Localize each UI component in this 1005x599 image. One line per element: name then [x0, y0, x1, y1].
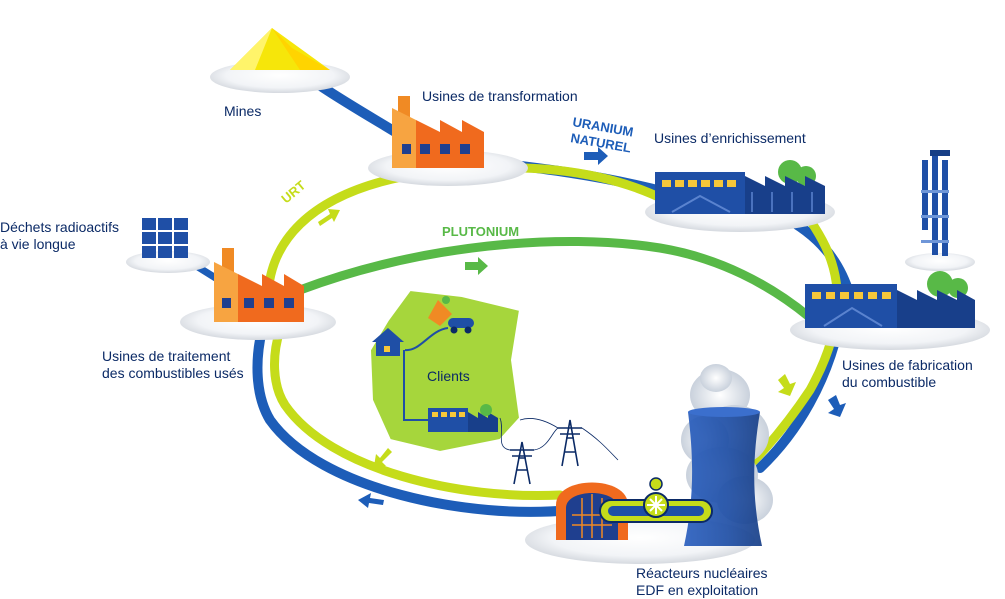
- arrow-fabrication-blue-icon: [828, 395, 846, 417]
- clients-map: [368, 288, 522, 454]
- arrow-urt-icon: [318, 209, 340, 226]
- plutonium-label: PLUTONIUM: [442, 224, 519, 239]
- reactors-label-line2: EDF en exploitation: [636, 582, 759, 598]
- transformation-label: Usines de transformation: [422, 88, 578, 104]
- fabrication-plant-icon: [805, 271, 975, 328]
- fabrication-label: Usines de fabrication du combustible: [842, 357, 973, 391]
- electric-car-icon: [448, 318, 474, 334]
- urt-label: URT: [278, 178, 308, 207]
- mine-ore-pile-icon: [230, 28, 330, 70]
- arrow-plutonium-icon: [465, 257, 488, 275]
- enrichment-label: Usines d’enrichissement: [654, 130, 806, 146]
- client-factory-icon: [428, 404, 498, 432]
- reprocessing-label: Usines de traitement des combustibles us…: [102, 348, 244, 382]
- arrow-uranium-icon: [584, 147, 608, 165]
- mines-label: Mines: [224, 103, 262, 119]
- waste-container-blocks-icon: [142, 218, 188, 258]
- waste-label-line2: à vie longue: [0, 236, 76, 252]
- path-green-band-bottom: [270, 325, 565, 501]
- reprocessing-label-line2: des combustibles usés: [102, 365, 244, 381]
- path-reactor-to-reprocessing: [252, 325, 575, 517]
- fabrication-label-line1: Usines de fabrication: [842, 357, 973, 373]
- arrow-fabrication-green-icon: [778, 374, 796, 396]
- transformation-factory-icon: [392, 96, 484, 168]
- clients-label: Clients: [427, 368, 470, 384]
- reprocessing-label-line1: Usines de traitement: [102, 348, 231, 364]
- reactor-cooling-tower-icon: [556, 364, 773, 546]
- arrow-bottom-blue-icon: [358, 493, 384, 508]
- waste-label-line1: Déchets radioactifs: [0, 219, 120, 235]
- waste-label: Déchets radioactifs à vie longue: [0, 219, 119, 253]
- reprocessing-factory-icon: [214, 248, 304, 322]
- arrow-bottom-green-icon: [374, 448, 392, 466]
- path-plutonium: [295, 236, 813, 321]
- power-pylon-icon: [510, 419, 582, 485]
- enrichment-plant-icon: [655, 160, 825, 214]
- fabrication-label-line2: du combustible: [842, 374, 937, 390]
- flow-arrows: [318, 147, 846, 508]
- reactors-label-line1: Réacteurs nucléaires: [636, 565, 768, 581]
- path-green-band-right: [740, 215, 842, 475]
- reactors-label: Réacteurs nucléaires EDF en exploitation: [636, 565, 768, 599]
- power-lines: [499, 417, 619, 461]
- solar-panel-icon: [428, 296, 452, 326]
- fuel-assembly-rods-icon: [921, 150, 950, 256]
- house-icon: [372, 328, 404, 356]
